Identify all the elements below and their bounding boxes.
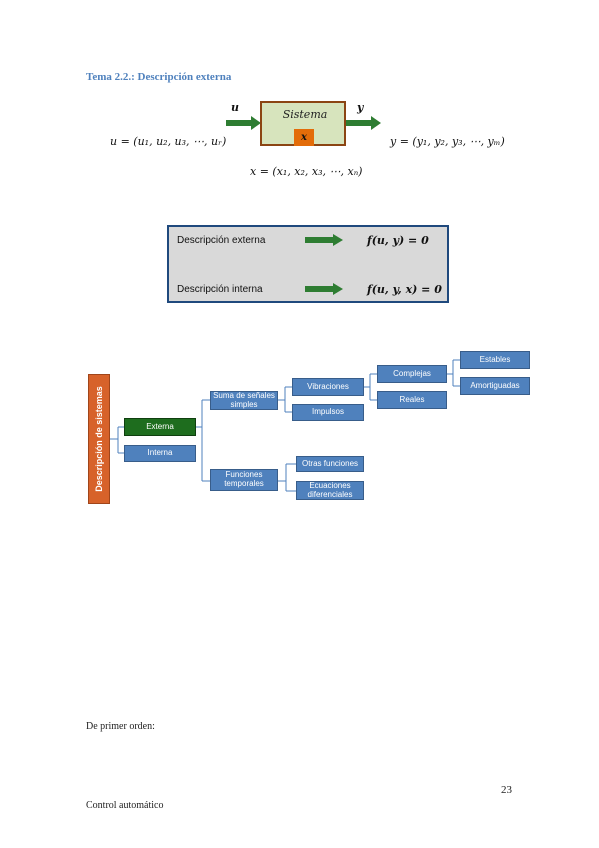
output-arrow-icon [346,116,381,130]
funciones-node: Funciones temporales [210,469,278,491]
page-number: 23 [501,784,512,796]
ecuaciones-node: Ecuaciones diferenciales [296,481,364,500]
body-text: De primer orden: [86,721,155,732]
x-equation: x = (x₁, x₂, x₃, ⋯, xₙ) [250,165,363,178]
internal-formula: f(u, y, x) = 0 [367,283,442,296]
footer-text: Control automático [86,800,164,811]
impulsos-node: Impulsos [292,404,364,421]
tree-root-box: Descripción de sistemas [88,374,110,504]
output-label: y [357,101,364,114]
tree-root-label: Descripción de sistemas [94,386,104,492]
y-equation: y = (y₁, y₂, y₃, ⋯, yₘ) [390,135,505,148]
externa-node: Externa [124,418,196,436]
input-arrow-icon [226,116,261,130]
vibraciones-node: Vibraciones [292,378,364,396]
external-formula: f(u, y) = 0 [367,234,429,247]
suma-node: Suma de señales simples [210,391,278,410]
estables-node: Estables [460,351,530,369]
state-block: x [294,129,314,146]
complejas-node: Complejas [377,365,447,383]
external-description-label: Descripción externa [177,235,266,246]
external-arrow-icon [305,234,343,246]
description-panel: Descripción externa f(u, y) = 0 Descripc… [167,225,449,303]
section-title: Tema 2.2.: Descripción externa [86,71,232,83]
internal-description-label: Descripción interna [177,284,263,295]
reales-node: Reales [377,391,447,409]
system-block: Sistema x [260,101,346,146]
interna-node: Interna [124,445,196,462]
otras-funciones-node: Otras funciones [296,456,364,472]
u-equation: u = (u₁, u₂, u₃, ⋯, uᵣ) [110,135,227,148]
internal-arrow-icon [305,283,343,295]
amortiguadas-node: Amortiguadas [460,377,530,395]
system-name: Sistema [282,108,328,121]
input-label: u [231,101,239,114]
